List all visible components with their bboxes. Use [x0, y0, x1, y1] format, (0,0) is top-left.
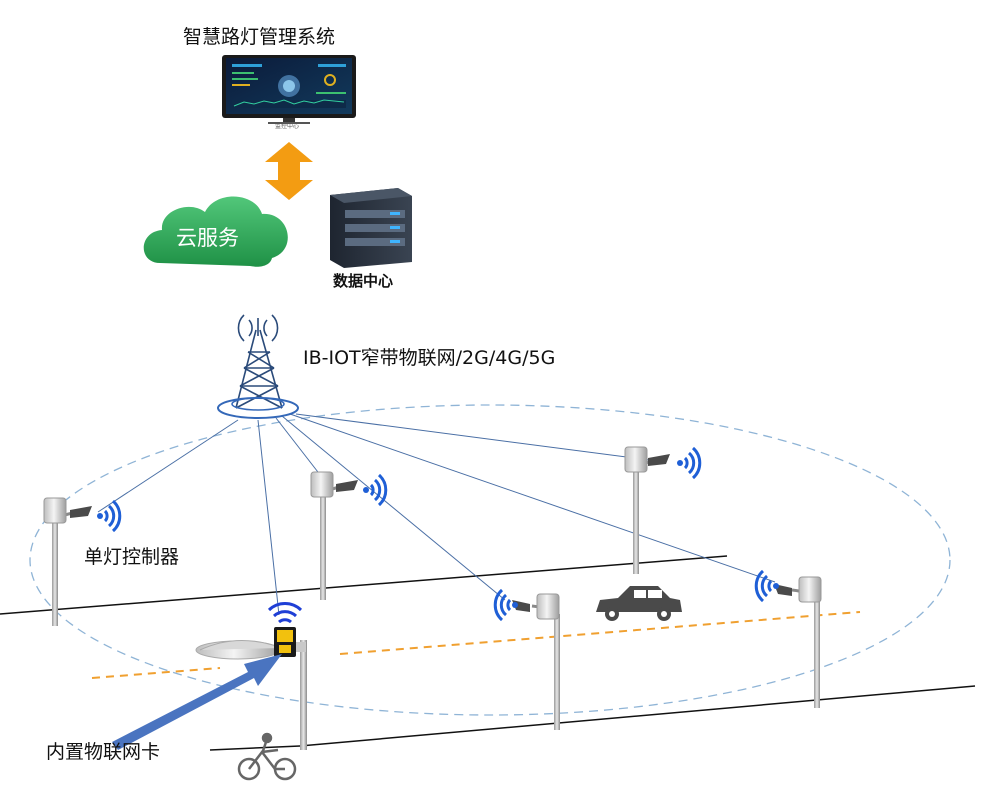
monitor-caption: 监控中心 [275, 123, 300, 130]
road-edge-top [0, 555, 728, 615]
link-lines [97, 413, 776, 616]
bicycle-icon [237, 732, 297, 781]
car-icon [596, 586, 682, 621]
streetlight-icon [310, 471, 358, 600]
cloud-icon [143, 196, 288, 267]
road-center-line-left [91, 667, 221, 679]
network-label: IB-IOT窄带物联网/2G/4G/5G [303, 347, 556, 369]
server-icon [330, 188, 412, 268]
wifi-signal-icon [361, 473, 388, 507]
streetlight-icon [43, 497, 92, 626]
cell-tower-icon [217, 314, 299, 419]
controller-label: 单灯控制器 [84, 546, 180, 568]
system-title: 智慧路灯管理系统 [183, 26, 336, 48]
streetlight-icon [512, 593, 560, 730]
cloud-label: 云服务 [176, 226, 239, 250]
sim-module-icon [274, 627, 296, 657]
wifi-signal-icon [675, 446, 702, 480]
wifi-signal-icon [267, 602, 303, 624]
coverage-ellipse [29, 404, 951, 716]
sync-arrow-icon [265, 142, 313, 200]
monitor-icon [222, 55, 356, 124]
road-edge-bottom [299, 685, 976, 747]
iot-card-label: 内置物联网卡 [46, 741, 161, 763]
data-center-label: 数据中心 [333, 272, 394, 290]
wifi-signal-icon [754, 569, 781, 603]
streetlight-icon [774, 576, 822, 708]
pointer-arrow [112, 654, 282, 750]
wifi-signal-icon [493, 588, 520, 622]
road-center-line-right [339, 611, 861, 655]
streetlight-icon [624, 446, 670, 574]
